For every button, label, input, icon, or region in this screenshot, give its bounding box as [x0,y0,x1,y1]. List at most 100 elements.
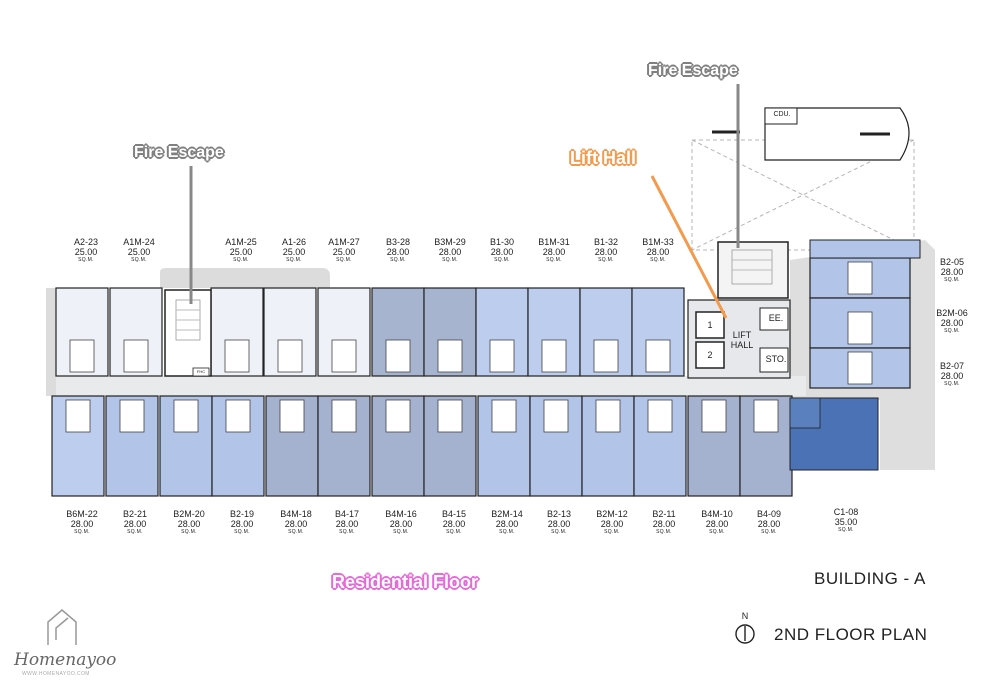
bathroom [65,399,91,433]
site-outline-left [46,288,56,396]
north-compass-icon [735,624,755,644]
unit-area: 28.00 [386,247,410,257]
unit-area: 25.00 [229,247,253,257]
unit-code: B2-11 [652,509,676,519]
lift-hall-label: LIFT HALL [730,330,754,351]
unit-unit: SQ.M. [127,529,143,535]
unit-area: 28.00 [389,519,413,529]
lift-core [687,241,791,379]
unit-code: B6M-22 [66,509,98,519]
unit-area: 28.00 [705,519,729,529]
bathroom [847,311,873,345]
logo-url: WWW.HOMENAYOO.COM [22,671,90,677]
unit-code: C1-08 [833,507,859,517]
unit-unit: SQ.M. [709,529,725,535]
unit-area: 25.00 [282,247,306,257]
logo-wordmark: Homenayoo [14,650,117,670]
unit-unit: SQ.M. [336,257,352,263]
unit-area: 28.00 [123,519,147,529]
unit-area: 28.00 [940,267,964,277]
unit-unit: SQ.M. [494,257,510,263]
unit-code: B4-17 [334,509,360,519]
unit-unit: SQ.M. [234,529,250,535]
unit-area: 28.00 [495,519,519,529]
bathroom [173,399,199,433]
logo-house-icon [47,609,77,645]
unit-code: A1M-24 [123,237,155,247]
unit-code: B4M-16 [385,509,417,519]
unit-area: 35.00 [834,517,858,527]
unit-code: B3-28 [385,237,411,247]
unit-code: A2-23 [73,237,99,247]
bathroom [543,399,569,433]
bathroom [647,399,673,433]
unit-area: 28.00 [547,519,571,529]
bathroom [385,399,411,433]
lift-2-label: 2 [707,350,713,360]
fire-escape-left-callout: Fire Escape [134,144,224,161]
unit-area: 28.00 [284,519,308,529]
unit-area: 28.00 [594,247,618,257]
unit-unit: SQ.M. [546,257,562,263]
unit-code: B2M-12 [596,509,628,519]
unit-area: 28.00 [335,519,359,529]
unit-area: 28.00 [600,519,624,529]
unit-code: B2M-20 [173,509,205,519]
bathroom [279,399,305,433]
unit-unit: SQ.M. [74,529,90,535]
left-stair [164,289,212,377]
ee-room-label: EE. [768,313,784,323]
unit-code: A1M-27 [328,237,360,247]
unit-area: 28.00 [438,247,462,257]
bathroom [331,339,357,373]
corridor [56,376,806,396]
unit-area: 28.00 [490,247,514,257]
bathroom [225,399,251,433]
unit-code: B4-15 [441,509,467,519]
fire-escape-right-callout: Fire Escape [648,62,738,79]
floor-plan-title: 2ND FLOOR PLAN [774,625,928,644]
bathroom [645,339,671,373]
unit-unit: SQ.M. [181,529,197,535]
unit-code: B4M-10 [701,509,733,519]
unit-code: B2-19 [229,509,255,519]
bathroom [123,339,149,373]
north-label: N [741,611,749,621]
unit-area: 28.00 [177,519,201,529]
unit-unit: SQ.M. [656,529,672,535]
unit-area: 28.00 [940,318,964,328]
bathroom [541,339,567,373]
unit-unit: SQ.M. [551,529,567,535]
unit-unit: SQ.M. [339,529,355,535]
unit-code: B2M-14 [491,509,523,519]
unit-area: 28.00 [652,519,676,529]
unit-code: B2-13 [546,509,572,519]
bathroom [224,339,250,373]
unit-code: B1-32 [593,237,619,247]
unit-area: 28.00 [542,247,566,257]
unit-unit: SQ.M. [233,257,249,263]
bathroom [277,339,303,373]
bathroom [69,339,95,373]
unit-code: A1-26 [281,237,307,247]
fhc-label: FHC [196,369,206,374]
unit-unit: SQ.M. [598,257,614,263]
bathroom [595,399,621,433]
